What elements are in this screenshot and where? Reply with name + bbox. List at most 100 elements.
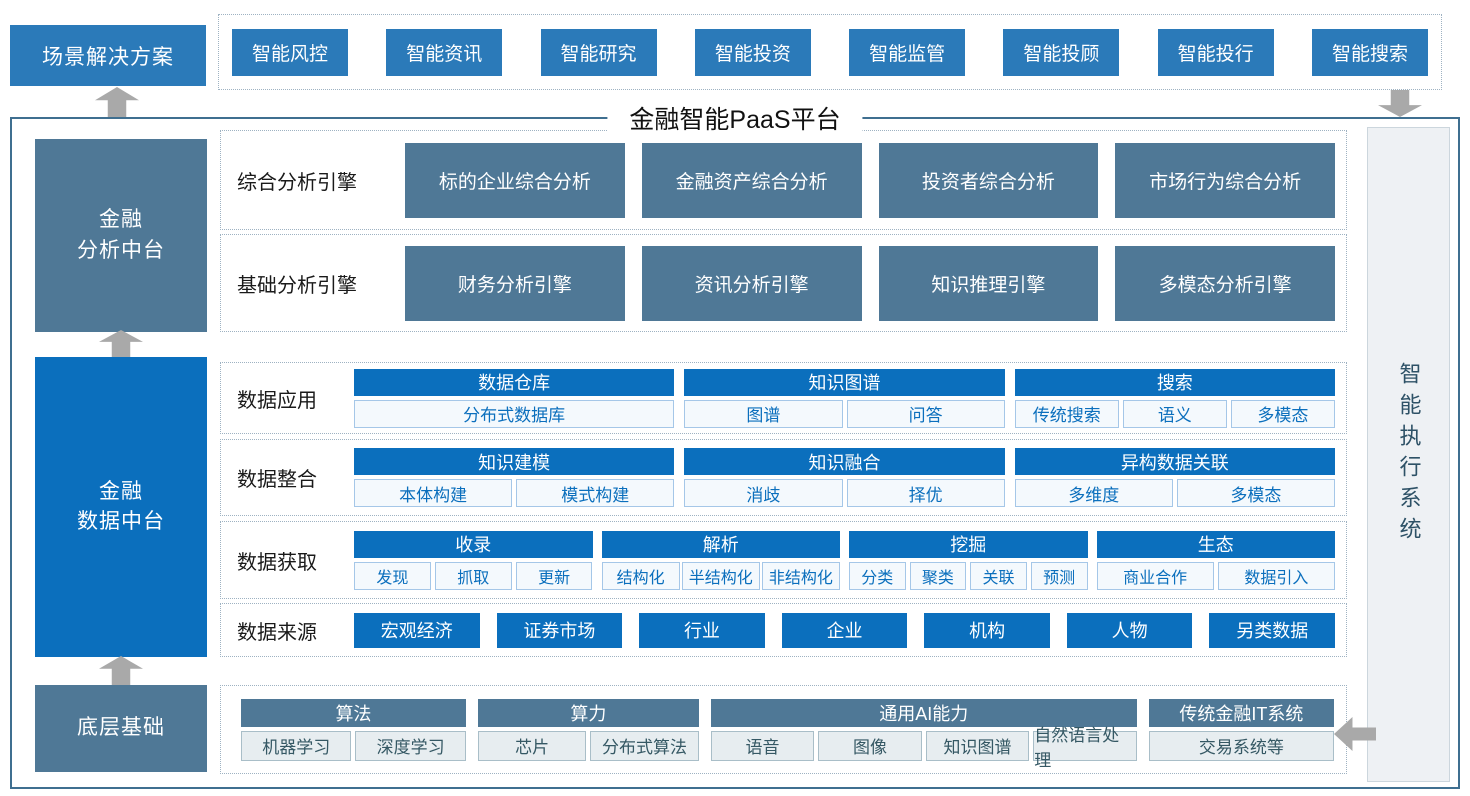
row-label: 数据整合: [237, 469, 317, 491]
sub-item: 传统搜索: [1014, 399, 1119, 428]
financial-data-middle-platform: 金融 数据中台: [35, 357, 207, 657]
engine-box-list: 财务分析引擎资讯分析引擎知识推理引擎多模态分析引擎: [405, 245, 1335, 321]
capability-group: 知识图谱图谱问答: [684, 368, 1005, 428]
sub-item: 聚类: [909, 561, 967, 590]
engine-box: 资讯分析引擎: [641, 245, 862, 321]
sub-item: 本体构建: [354, 479, 513, 507]
engine-box: 金融资产综合分析: [641, 142, 862, 218]
sub-item: 问答: [846, 399, 1005, 428]
execution-system-label: 智能执行系统: [1396, 361, 1422, 548]
engine-box: 市场行为综合分析: [1115, 142, 1335, 218]
financial-analysis-middle-platform: 金融 分析中台: [35, 139, 207, 332]
group-header: 传统金融IT系统: [1148, 698, 1334, 727]
sub-item-list: 本体构建模式构建: [354, 479, 675, 507]
capability-group: 生态商业合作数据引入: [1096, 530, 1335, 590]
comprehensive-analysis-engine-row: 综合分析引擎 标的企业综合分析金融资产综合分析投资者综合分析市场行为综合分析: [220, 130, 1347, 230]
sub-item: 半结构化: [681, 561, 760, 590]
sub-item-list: 传统搜索语义多模态: [1014, 399, 1335, 428]
sub-item: 多模态: [1176, 479, 1335, 507]
sub-item-list: 商业合作数据引入: [1096, 561, 1335, 590]
group-header: 数据仓库: [354, 368, 675, 396]
engine-box: 多模态分析引擎: [1115, 245, 1335, 321]
solution-item: 智能投资: [694, 28, 811, 76]
solution-item: 智能资讯: [386, 28, 503, 76]
basic-analysis-engine-row: 基础分析引擎财务分析引擎资讯分析引擎知识推理引擎多模态分析引擎: [220, 234, 1347, 332]
arrow-up-data-to-analysis-icon: [99, 330, 143, 357]
base-group: 算法机器学习深度学习: [241, 698, 466, 761]
row-label: 数据获取: [237, 551, 317, 574]
data-source-row: 数据来源 宏观经济证券市场行业企业机构人物另类数据: [220, 603, 1347, 657]
scenario-solutions-box: 场景解决方案: [10, 25, 206, 86]
group-header: 知识建模: [354, 448, 675, 475]
group-list: 数据仓库分布式数据库知识图谱图谱问答搜索传统搜索语义多模态: [354, 368, 1335, 428]
sub-item-list: 发现抓取更新: [354, 561, 593, 590]
group-header: 通用AI能力: [710, 698, 1137, 727]
sub-item: 图像: [818, 730, 922, 761]
sub-item-list: 分类聚类关联预测: [849, 561, 1088, 590]
sub-item: 非结构化: [761, 561, 841, 590]
sub-item: 语音: [710, 730, 815, 761]
capability-group: 数据仓库分布式数据库: [354, 368, 675, 428]
sub-item: 多模态: [1230, 399, 1335, 428]
source-box: 宏观经济: [354, 612, 480, 648]
capability-group: 知识融合消歧择优: [684, 448, 1005, 507]
solution-item: 智能研究: [540, 28, 657, 76]
source-box-list: 宏观经济证券市场行业企业机构人物另类数据: [354, 612, 1336, 648]
center-content: 综合分析引擎 标的企业综合分析金融资产综合分析投资者综合分析市场行为综合分析 基础…: [220, 119, 1347, 774]
sub-item: 语义: [1122, 399, 1227, 428]
engine-box: 财务分析引擎: [405, 245, 625, 321]
sub-item: 深度学习: [355, 730, 466, 761]
sub-item-list: 机器学习深度学习: [241, 730, 466, 761]
sub-item: 发现: [354, 561, 431, 590]
base-infrastructure: 底层基础: [35, 685, 207, 772]
sub-item: 商业合作: [1096, 561, 1214, 590]
sub-item: 分布式算法: [590, 730, 699, 761]
group-header: 算法: [241, 698, 466, 727]
sub-item: 模式构建: [516, 479, 675, 507]
base-group: 算力芯片分布式算法: [477, 698, 699, 761]
sub-item: 更新: [515, 561, 593, 590]
engine-box: 标的企业综合分析: [405, 142, 625, 218]
sub-item-list: 图谱问答: [684, 399, 1005, 428]
sub-item-list: 分布式数据库: [354, 399, 675, 428]
sub-item-list: 交易系统等: [1148, 730, 1334, 761]
paas-platform-box: 金融智能PaaS平台 金融 分析中台 金融 数据中台 底层基础 综合分析引擎标的…: [10, 100, 1460, 789]
sub-item: 预测: [1030, 561, 1088, 590]
sub-item-list: 消歧择优: [684, 479, 1005, 507]
sub-item: 抓取: [434, 561, 512, 590]
solution-item: 智能搜索: [1311, 28, 1428, 76]
row-label: 数据来源: [237, 621, 317, 644]
data-integration-row: 数据整合 知识建模本体构建模式构建知识融合消歧择优异构数据关联多维度多模态: [220, 439, 1347, 516]
group-header: 异构数据关联: [1014, 448, 1335, 475]
capability-group: 收录发现抓取更新: [354, 530, 593, 590]
sub-item-list: 结构化半结构化非结构化: [601, 561, 841, 590]
group-list: 收录发现抓取更新解析结构化半结构化非结构化挖掘分类聚类关联预测生态商业合作数据引…: [354, 530, 1335, 590]
data-application-row: 数据应用数据仓库分布式数据库知识图谱图谱问答搜索传统搜索语义多模态: [220, 362, 1347, 434]
data-acquisition-row: 数据获取收录发现抓取更新解析结构化半结构化非结构化挖掘分类聚类关联预测生态商业合…: [220, 521, 1347, 599]
sub-item: 数据引入: [1217, 561, 1335, 590]
sub-item: 自然语言处理: [1033, 726, 1137, 770]
sub-item: 机器学习: [241, 730, 352, 761]
source-box: 机构: [924, 612, 1050, 648]
source-box: 人物: [1066, 612, 1193, 648]
sub-item: 关联: [970, 561, 1027, 590]
group-list: 知识建模本体构建模式构建知识融合消歧择优异构数据关联多维度多模态: [354, 448, 1335, 507]
group-header: 生态: [1096, 530, 1335, 558]
capability-group: 知识建模本体构建模式构建: [354, 448, 675, 507]
sub-item: 消歧: [684, 479, 843, 507]
source-box: 企业: [781, 612, 908, 648]
sub-item: 芯片: [477, 730, 587, 761]
row-label: 数据应用: [237, 389, 317, 412]
row-label: 综合分析引擎: [237, 171, 357, 194]
source-box: 行业: [639, 612, 765, 648]
capability-group: 异构数据关联多维度多模态: [1014, 448, 1335, 507]
group-header: 知识融合: [684, 448, 1005, 475]
engine-box-list: 标的企业综合分析金融资产综合分析投资者综合分析市场行为综合分析: [405, 142, 1335, 218]
group-header: 算力: [477, 698, 699, 727]
engine-box: 投资者综合分析: [878, 142, 1099, 218]
solutions-row: 智能风控智能资讯智能研究智能投资智能监管智能投顾智能投行智能搜索: [218, 14, 1442, 90]
group-header: 知识图谱: [684, 368, 1005, 396]
sub-item-list: 多维度多模态: [1014, 479, 1335, 507]
solution-item: 智能风控: [232, 28, 348, 76]
capability-group: 解析结构化半结构化非结构化: [601, 530, 841, 590]
